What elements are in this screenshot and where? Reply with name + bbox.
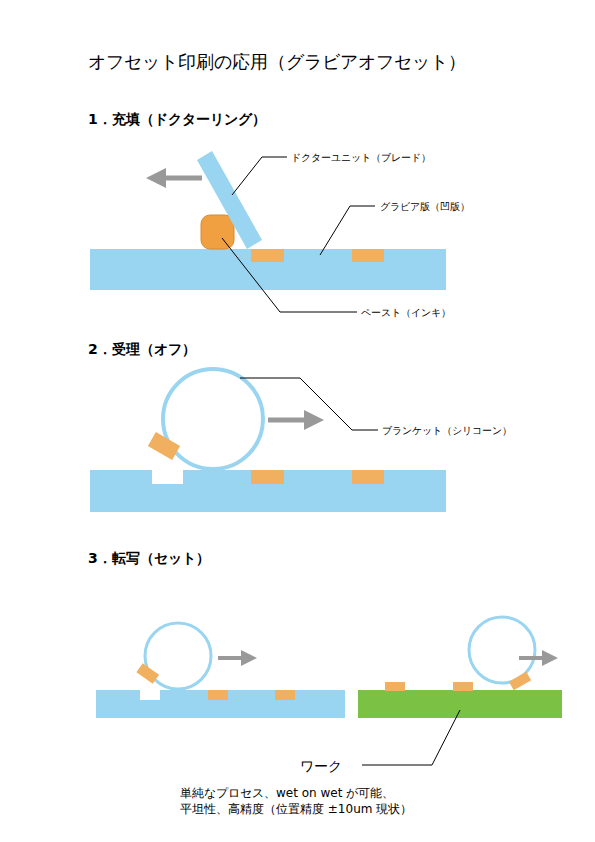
ink-cell [275, 690, 295, 700]
callout-label: ワーク [300, 758, 342, 775]
title: オフセット印刷の応用（グラビアオフセット） [88, 51, 466, 73]
section-heading: 2．受理（オフ） [88, 341, 196, 358]
ink-cell [352, 470, 384, 484]
move-arrow [268, 418, 314, 423]
leader-line [320, 206, 375, 255]
picked-ink [136, 663, 159, 683]
callout-label: ドクターユニット（ブレード） [291, 152, 431, 164]
section-heading: 3．転写（セット） [88, 550, 210, 567]
gravure-plate [96, 690, 345, 718]
picked-ink [509, 672, 531, 691]
printed-ink [453, 682, 473, 691]
move-arrow [156, 176, 202, 181]
paste-blob [201, 215, 234, 249]
callout-label: グラビア版（凹版） [380, 201, 470, 213]
ink-cell [352, 249, 384, 262]
note: 単純なプロセス、wet on wet が可能、 [180, 786, 394, 800]
section-heading: 1．充填（ドクターリング） [88, 111, 266, 128]
leader-line [232, 157, 287, 195]
leader-line [240, 378, 378, 430]
ink-cell [251, 249, 284, 262]
doctor-blade [197, 151, 262, 249]
callout-label: ペースト（インキ） [361, 307, 451, 319]
leader-line [362, 710, 460, 765]
printed-ink [385, 682, 405, 691]
work-substrate [358, 690, 562, 718]
empty-cell [152, 470, 183, 484]
ink-cell [208, 690, 228, 700]
move-arrow [519, 656, 550, 660]
picked-ink [148, 432, 180, 460]
leader-line [222, 238, 357, 312]
ink-cell [251, 470, 284, 484]
move-arrow [218, 656, 249, 660]
callout-label: ブランケット（シリコーン） [382, 425, 512, 437]
gravure-plate [90, 470, 446, 512]
blanket-roll [163, 369, 263, 469]
empty-cell [140, 690, 160, 700]
note: 平坦性、高精度（位置精度 ±10um 現状） [180, 802, 412, 816]
gravure-plate [90, 249, 446, 290]
